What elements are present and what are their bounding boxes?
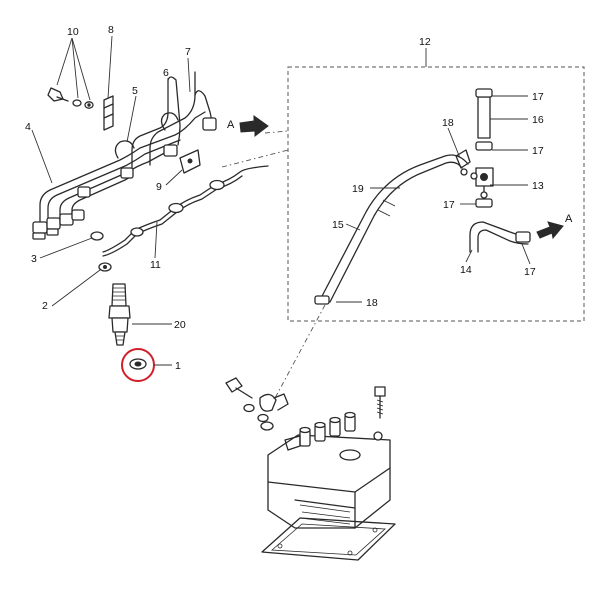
callout-3: 3 [31, 253, 37, 265]
callout-18-top: 18 [442, 117, 454, 129]
callout-16: 16 [532, 114, 544, 126]
arrow-label-a-left: A [227, 119, 235, 131]
callout-17-c: 17 [443, 199, 455, 211]
callout-7: 7 [185, 46, 191, 58]
callout-6: 6 [163, 67, 169, 79]
clamp-plate-9 [179, 149, 201, 174]
return-hose-assembly [314, 88, 531, 305]
callout-13: 13 [532, 180, 544, 192]
callout-2: 2 [42, 300, 48, 312]
callout-20: 20 [174, 319, 186, 331]
callout-8: 8 [108, 24, 114, 36]
injection-nozzle-20 [108, 283, 131, 346]
callout-4: 4 [25, 121, 31, 133]
callout-10: 10 [67, 26, 79, 38]
callout-17-b: 17 [532, 145, 544, 157]
fuel-leak-off-pipe-11 [102, 165, 269, 257]
callout-17-a: 17 [532, 91, 544, 103]
arrow-label-a-right: A [565, 213, 573, 225]
subassembly-box-12 [287, 66, 585, 322]
bolt-and-washers-10 [47, 87, 94, 109]
callout-9: 9 [156, 181, 162, 193]
direction-arrow-a-left [239, 115, 269, 138]
callout-1: 1 [175, 360, 181, 372]
callout-19: 19 [352, 183, 364, 195]
callout-5: 5 [132, 85, 138, 97]
injection-pump-assembly [225, 377, 396, 561]
connection-line-middle [221, 149, 289, 168]
callout-labels: 10 8 7 6 5 4 9 3 11 2 20 1 12 17 16 18 1… [25, 24, 573, 372]
direction-arrow-a-right [536, 221, 564, 240]
nozzle-seal-washer-1 [121, 348, 155, 382]
callout-15: 15 [332, 219, 344, 231]
callout-14: 14 [460, 264, 472, 276]
leader-lines [31, 35, 531, 366]
connection-line-down [273, 304, 326, 401]
callout-17-d: 17 [524, 266, 536, 278]
pipe-clamp-8 [103, 95, 114, 131]
injection-pipe-assembly [32, 71, 217, 240]
washer-3 [90, 231, 104, 241]
callout-11: 11 [150, 259, 161, 271]
callout-12: 12 [419, 36, 431, 48]
connection-line-top [264, 130, 289, 134]
callout-18-bottom: 18 [366, 297, 378, 309]
